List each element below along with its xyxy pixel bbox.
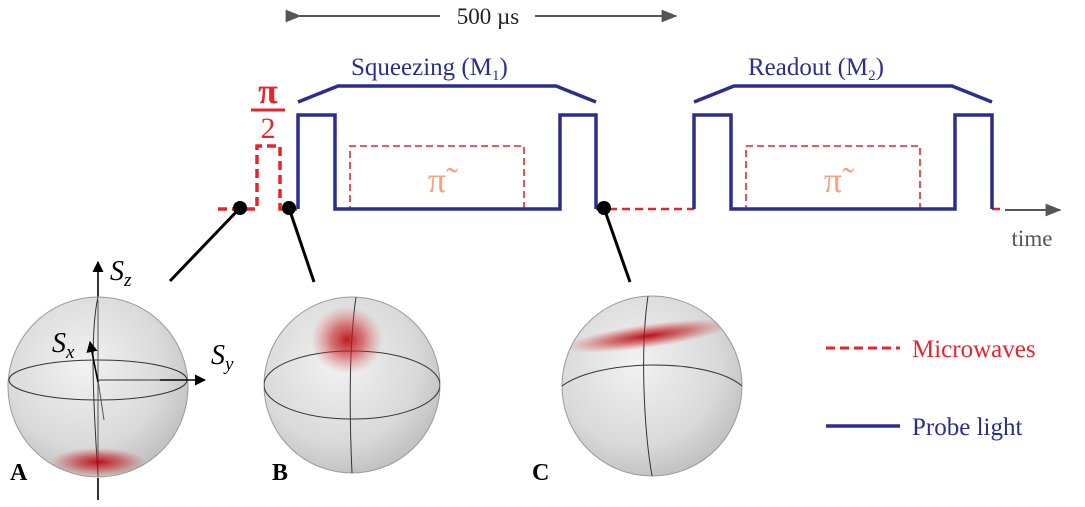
legend-probe-label: Probe light [912, 414, 1022, 441]
pi-half-numerator: π [258, 71, 278, 111]
time-axis-label: time [1012, 226, 1053, 251]
marker-b [282, 201, 296, 215]
marker-c [597, 201, 611, 215]
sphere-c-equator [562, 364, 742, 387]
state-blob-a [50, 448, 146, 476]
probe-pulse-1 [296, 113, 350, 211]
probe-light-sequence [296, 84, 994, 211]
duration-span: 500 µs [285, 4, 678, 29]
bloch-sphere-a: Sz Sx Sy A [7, 256, 234, 500]
bloch-sphere-b: B [263, 296, 441, 486]
pi-half-pulse [218, 144, 298, 211]
connector-b [287, 207, 316, 283]
connector-a [168, 206, 242, 283]
pi-tilde-label-2: π̃ [824, 160, 854, 200]
pi-tilde-label-1: π̃ [428, 160, 458, 200]
squeezing-bracket [297, 84, 597, 104]
state-blob-c [564, 319, 732, 353]
sphere-c-label: C [532, 460, 549, 486]
probe-pulse-2 [524, 113, 598, 211]
time-markers [168, 201, 632, 283]
sphere-a-x-axis-back [97, 379, 105, 421]
time-axis: time [1005, 203, 1062, 251]
pi-half-denominator: 2 [261, 112, 276, 145]
stage-titles: Squeezing (M1) Readout (M2) [351, 54, 884, 84]
readout-title: Readout (M2) [748, 54, 884, 84]
sy-label: Sy [211, 340, 234, 375]
sx-axis-arrow [86, 340, 99, 383]
sz-label: Sz [110, 256, 132, 291]
legend: Microwaves Probe light [826, 336, 1036, 441]
sx-label: Sx [52, 328, 75, 363]
readout-bracket [693, 84, 993, 104]
sphere-c-meridian [643, 296, 653, 476]
pi-tilde-pulse-1 [335, 145, 560, 210]
pi-tilde-pulse-2 [732, 145, 955, 210]
sphere-b-label: B [272, 460, 288, 486]
pulse-labels: π 2 π̃ π̃ [251, 71, 854, 200]
probe-pulse-3 [692, 113, 746, 211]
bloch-sphere-c: C [532, 295, 743, 486]
duration-label: 500 µs [457, 4, 520, 29]
probe-pulse-4 [920, 113, 994, 211]
state-blob-b [311, 306, 383, 374]
legend-microwaves-label: Microwaves [912, 336, 1036, 363]
marker-a [233, 201, 247, 215]
sphere-a-label: A [10, 460, 28, 486]
squeezing-title: Squeezing (M1) [351, 54, 508, 84]
connector-c [602, 207, 632, 283]
